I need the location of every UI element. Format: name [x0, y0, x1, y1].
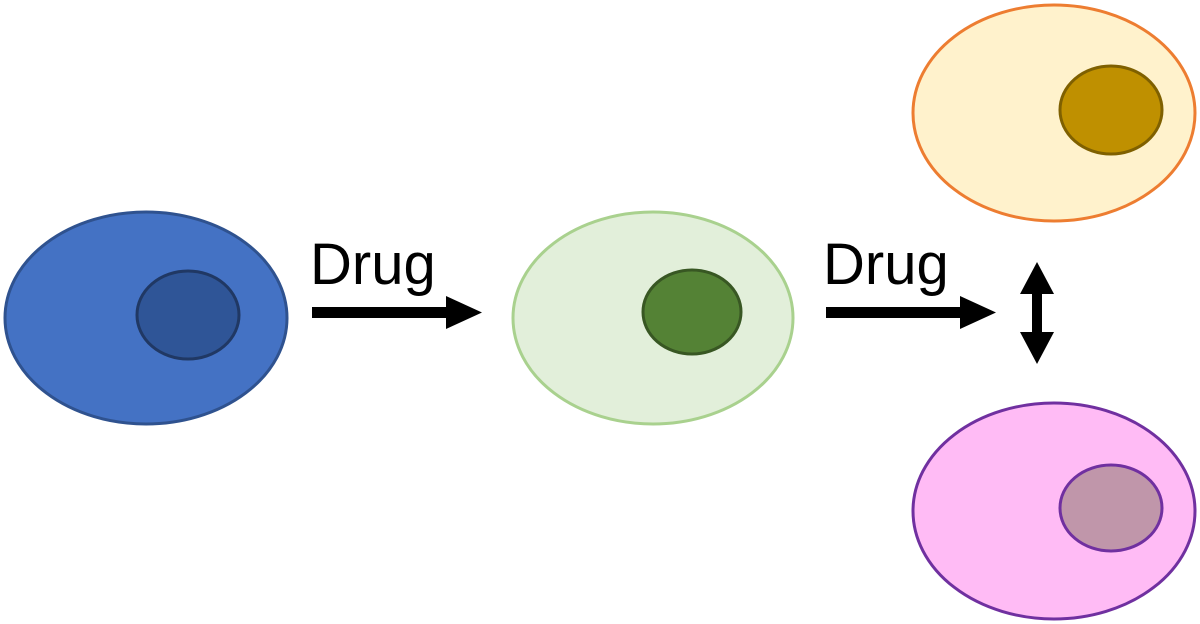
arrow-2-head	[960, 296, 996, 329]
bidirectional-arrow-head-up	[1020, 262, 1054, 294]
green-cell-nucleus	[641, 268, 743, 356]
drug-arrow-1: Drug	[310, 232, 482, 329]
drug-label-2: Drug	[823, 232, 949, 297]
arrow-1-shaft	[312, 307, 452, 318]
arrow-2-shaft	[826, 307, 966, 318]
pink-cell-nucleus	[1058, 463, 1164, 553]
blue-cell-nucleus	[135, 269, 241, 361]
orange-cell	[911, 3, 1197, 223]
green-cell	[511, 210, 795, 426]
orange-cell-nucleus	[1058, 64, 1164, 156]
arrow-1-head	[446, 296, 482, 329]
drug-arrow-2: Drug	[823, 232, 996, 329]
bidirectional-arrow	[1020, 262, 1054, 364]
drug-label-1: Drug	[310, 232, 436, 297]
pink-cell	[911, 401, 1197, 621]
orange-cell-body	[911, 3, 1197, 223]
pink-cell-body	[911, 401, 1197, 621]
bidirectional-arrow-head-down	[1020, 332, 1054, 364]
blue-cell	[3, 210, 289, 426]
bidirectional-arrow-shaft	[1032, 290, 1042, 336]
